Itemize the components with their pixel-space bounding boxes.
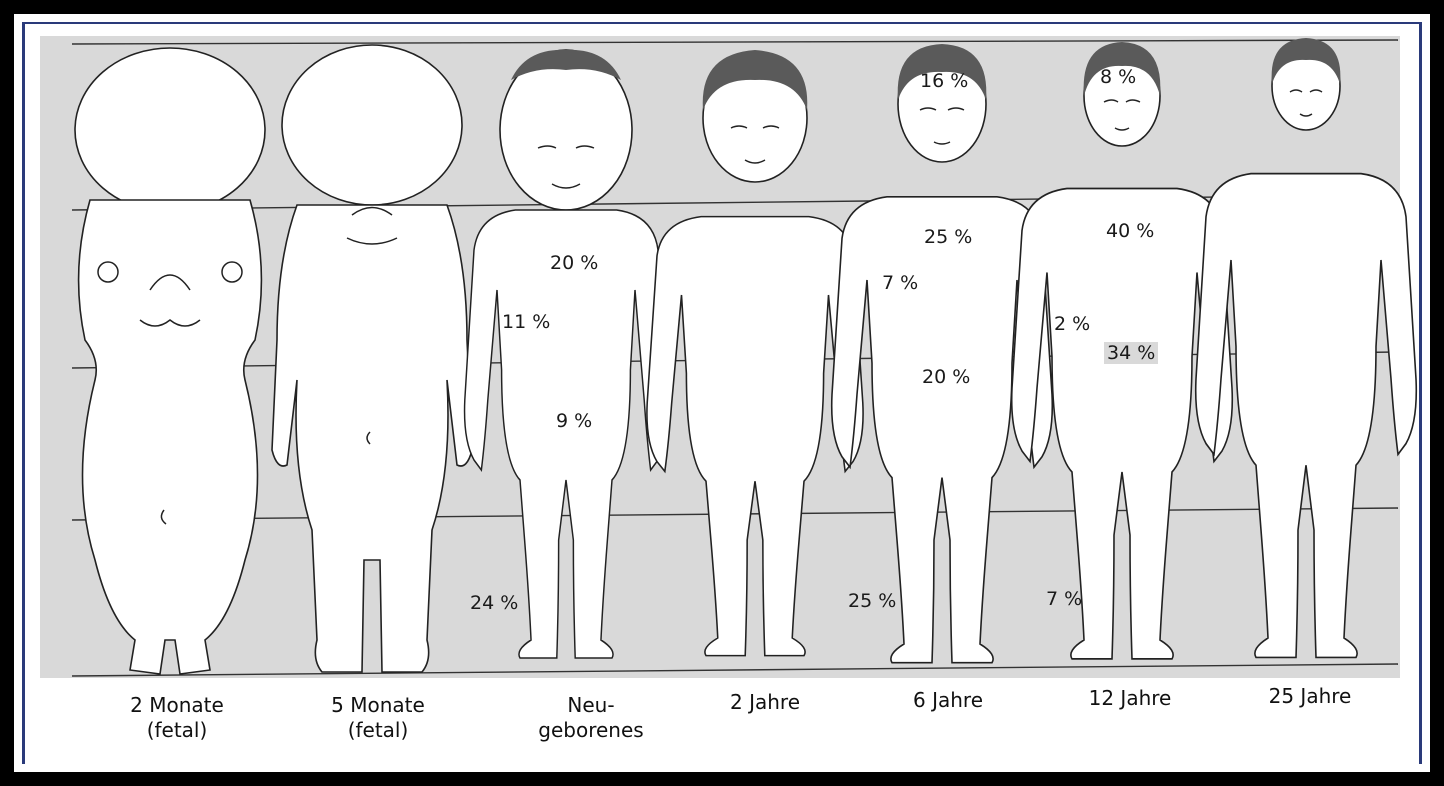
six-years-arm-percent: 7 % (882, 272, 918, 294)
six-years-abdomen-percent: 20 % (922, 366, 970, 388)
twelve-years-arm-percent: 2 % (1054, 313, 1090, 335)
six-years-chest-percent: 25 % (924, 226, 972, 248)
caption-25-years: 25 Jahre (1225, 684, 1395, 709)
twelve-years-legs-percent: 7 % (1046, 588, 1082, 610)
caption-2-months: 2 Monate(fetal) (92, 693, 262, 743)
caption-6-years: 6 Jahre (863, 688, 1033, 713)
twelve-years-head-percent: 8 % (1100, 66, 1136, 88)
newborn-head-percent: 20 % (550, 252, 598, 274)
twelve-years-abdomen-percent: 34 % (1104, 342, 1158, 364)
newborn-trunk-percent: 9 % (556, 410, 592, 432)
caption-12-years: 12 Jahre (1045, 686, 1215, 711)
figure-2-years (647, 50, 863, 656)
twelve-years-chest-percent: 40 % (1106, 220, 1154, 242)
figure-2-months-fetal (75, 48, 265, 674)
caption-5-months: 5 Monate(fetal) (293, 693, 463, 743)
newborn-arm-percent: 11 % (502, 311, 550, 333)
six-years-legs-percent: 25 % (848, 590, 896, 612)
six-years-head-percent: 16 % (920, 70, 968, 92)
caption-2-years: 2 Jahre (680, 690, 850, 715)
newborn-legs-percent: 24 % (470, 592, 518, 614)
figure-5-months-fetal (272, 45, 472, 672)
caption-newborn: Neu-geborenes (506, 693, 676, 743)
figure-newborn (465, 50, 668, 658)
